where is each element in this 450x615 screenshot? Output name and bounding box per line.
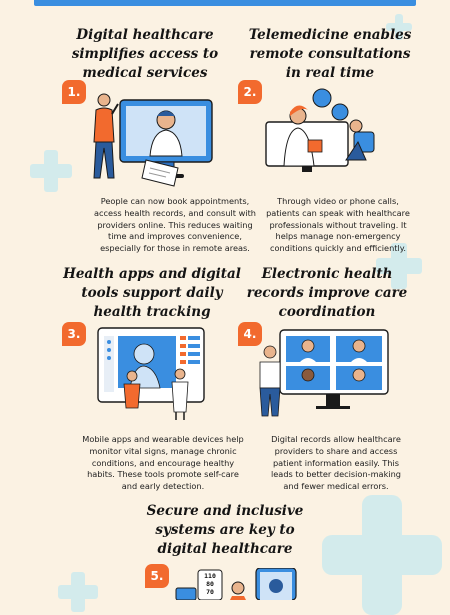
heading-line: systems are key to xyxy=(155,522,295,538)
heading-line: Telemedicine enables xyxy=(248,27,412,43)
heading-line: simplifies access to xyxy=(71,46,219,62)
text-line: habits. These tools promote self-care xyxy=(87,469,239,480)
text-line: leads to better decision-making xyxy=(271,469,401,480)
section-4-heading: Electronic health records improve care c… xyxy=(232,265,422,322)
text-line: professionals without traveling. It xyxy=(269,219,407,230)
text-line: and fewer medical errors. xyxy=(283,481,389,492)
heading-line: Health apps and digital xyxy=(63,266,241,282)
section-3-heading: Health apps and digital tools support da… xyxy=(52,265,252,322)
section-1-heading: Digital healthcare simplifies access to … xyxy=(55,26,235,83)
text-line: People can now book appointments, xyxy=(100,196,250,206)
text-line: monitor vital signs, manage chronic xyxy=(89,445,237,456)
heading-line: in real time xyxy=(285,65,375,81)
medical-cross-decoration xyxy=(376,243,422,289)
vital-pulse: 70 xyxy=(206,588,214,596)
heading-line: medical services xyxy=(82,65,208,81)
heading-line: Electronic health xyxy=(261,266,393,282)
medical-cross-decoration xyxy=(322,495,442,615)
text-line: especially for those in remote areas. xyxy=(100,243,250,254)
section-3-badge: 3. xyxy=(62,322,86,346)
online-doctor-illustration xyxy=(86,86,216,190)
heading-line: Secure and inclusive xyxy=(146,503,304,519)
health-app-illustration xyxy=(96,326,208,422)
section-3-description: Mobile apps and wearable devices help mo… xyxy=(60,434,266,493)
medical-cross-decoration xyxy=(386,14,412,40)
medical-cross-decoration xyxy=(30,150,72,192)
text-line: time and improves convenience, xyxy=(108,231,242,242)
section-1-badge: 1. xyxy=(62,80,86,104)
section-5-heading: Secure and inclusive systems are key to … xyxy=(125,502,325,559)
telemedicine-illustration xyxy=(262,86,382,176)
heading-line: records improve care xyxy=(246,285,408,301)
heading-line: Digital healthcare xyxy=(76,27,214,43)
text-line: providers to share and access xyxy=(274,445,398,456)
vital-systolic: 110 xyxy=(204,572,216,580)
text-line: Mobile apps and wearable devices help xyxy=(82,434,244,444)
secure-systems-illustration: 110 80 70 xyxy=(172,568,302,600)
section-2-description: Through video or phone calls, patients c… xyxy=(248,196,428,255)
section-5-badge: 5. xyxy=(145,564,169,588)
medical-cross-decoration xyxy=(58,572,98,612)
health-records-illustration xyxy=(256,328,392,420)
section-2-heading: Telemedicine enables remote consultation… xyxy=(230,26,430,83)
top-accent-bar xyxy=(34,0,416,6)
text-line: helps manage non-emergency xyxy=(275,231,401,242)
text-line: conditions quickly and efficiently. xyxy=(269,243,407,254)
text-line: Through video or phone calls, xyxy=(277,196,399,206)
heading-line: coordination xyxy=(278,304,376,320)
heading-line: tools support daily xyxy=(81,285,223,301)
section-4-description: Digital records allow healthcare provide… xyxy=(246,434,426,493)
section-1-description: People can now book appointments, access… xyxy=(75,196,275,255)
text-line: patients can speak with healthcare xyxy=(266,207,410,218)
text-line: providers online. This reduces waiting xyxy=(97,219,253,230)
text-line: and early detection. xyxy=(121,481,205,492)
vitals-display: 110 80 70 xyxy=(200,572,220,596)
text-line: patient information easily. This xyxy=(272,457,400,468)
section-4-badge: 4. xyxy=(238,322,262,346)
heading-line: remote consultations xyxy=(249,46,411,62)
heading-line: digital healthcare xyxy=(157,541,293,557)
section-2-badge: 2. xyxy=(238,80,262,104)
text-line: Digital records allow healthcare xyxy=(271,434,401,444)
heading-line: health tracking xyxy=(93,304,211,320)
text-line: conditions, and encourage healthy xyxy=(91,457,235,468)
text-line: access health records, and consult with xyxy=(94,207,256,218)
vital-diastolic: 80 xyxy=(206,580,214,588)
